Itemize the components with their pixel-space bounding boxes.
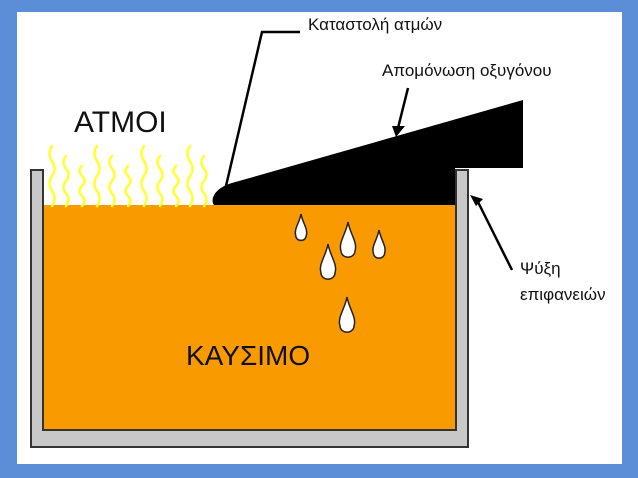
vapor-flame-icon <box>93 144 101 208</box>
water-droplets <box>294 213 386 333</box>
fuel-liquid <box>44 205 455 429</box>
vapor-flame-icon <box>156 154 164 208</box>
vapor-flame-icon <box>200 154 208 208</box>
water-droplet-icon <box>294 213 308 242</box>
vapor-flame-icon <box>62 154 70 208</box>
surface-cooling-label: Ψύξη επιφανειών <box>520 256 606 309</box>
vapor-flame-icon <box>108 154 116 208</box>
oxygen-isolation-label: Απομόνωση οξυγόνου <box>382 61 552 80</box>
fuel-label: ΚΑΥΣΙΜΟ <box>186 340 311 371</box>
water-droplet-icon <box>339 221 357 258</box>
vapor-flames <box>48 144 208 208</box>
oxygen-isolation-leader <box>396 87 410 129</box>
vapors-label: ΑΤΜΟΙ <box>74 106 167 139</box>
water-droplet-icon <box>338 296 356 333</box>
vapor-flame-icon <box>172 164 180 208</box>
vapor-flame-icon <box>124 164 132 208</box>
surface-cooling-label-line2: επιφανειών <box>520 285 606 305</box>
surface-cooling-label-line1: Ψύξη <box>520 259 561 278</box>
vapor-flame-icon <box>78 164 86 208</box>
vapor-flame-icon <box>48 144 56 208</box>
vapor-flame-icon <box>140 144 148 208</box>
surface-cooling-arrowhead <box>470 195 483 206</box>
water-droplet-icon <box>319 243 337 280</box>
vapor-flame-icon <box>186 144 194 208</box>
foam-blanket <box>212 100 523 205</box>
oxygen-isolation-arrowhead <box>392 126 405 137</box>
fuel-tank <box>30 169 469 448</box>
tank-wall <box>30 169 469 448</box>
water-droplet-icon <box>372 229 386 259</box>
vapor-suppression-leader <box>224 30 300 187</box>
surface-cooling-leader <box>475 199 514 271</box>
vapor-suppression-label: Καταστολή ατμών <box>308 15 443 34</box>
